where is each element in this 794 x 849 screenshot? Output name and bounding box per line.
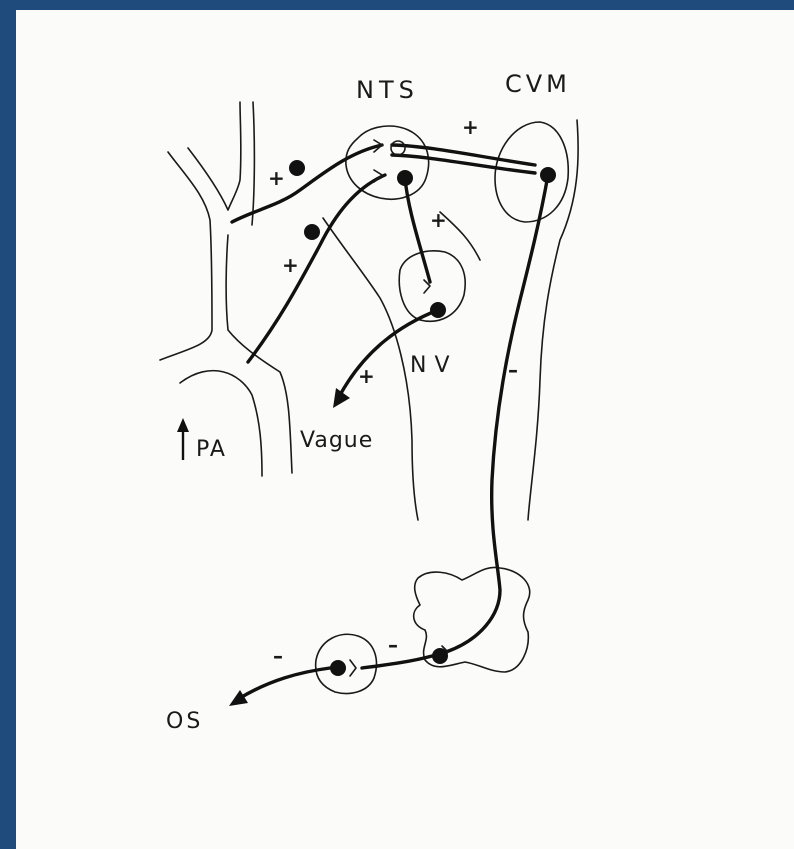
sign-upper-left: + xyxy=(268,166,285,190)
label-os: OS xyxy=(166,709,203,734)
sign-nts-nv: + xyxy=(430,208,447,232)
sign-nv-vague: + xyxy=(358,364,375,388)
neuron-dot-nv xyxy=(430,302,446,318)
up-arrow-icon xyxy=(177,418,189,460)
peripheral-ganglion-outline xyxy=(316,634,377,693)
neural-pathways xyxy=(232,145,548,698)
neuron-dot-peripheral xyxy=(330,660,346,676)
diagram-frame: NTS CVM NV PA Vague OS + + + + + – – – xyxy=(16,10,794,849)
sign-ganglion-link: – xyxy=(388,633,398,657)
label-vague: Vague xyxy=(300,428,373,453)
sign-os-output: – xyxy=(273,644,283,668)
neuron-dot-upper-left xyxy=(289,160,305,176)
label-nts: NTS xyxy=(356,76,419,104)
sign-cvm-descending: – xyxy=(508,358,518,382)
neuron-dot-nts xyxy=(397,170,413,186)
neuron-dot-ganglion xyxy=(432,648,448,664)
neuron-dot-cvm xyxy=(540,167,556,183)
label-pa: PA xyxy=(196,437,227,462)
neural-pathway-diagram: NTS CVM NV PA Vague OS + + + + + – – – xyxy=(16,10,794,849)
os-arrowhead xyxy=(229,690,248,706)
neuron-somata xyxy=(289,160,556,676)
label-cvm: CVM xyxy=(505,70,571,98)
nts-nucleus-outline xyxy=(346,126,429,199)
label-nv: NV xyxy=(410,353,458,378)
sign-lower-left: + xyxy=(282,253,299,277)
sign-nts-cvm: + xyxy=(462,115,479,139)
neuron-dot-lower-left xyxy=(304,224,320,240)
